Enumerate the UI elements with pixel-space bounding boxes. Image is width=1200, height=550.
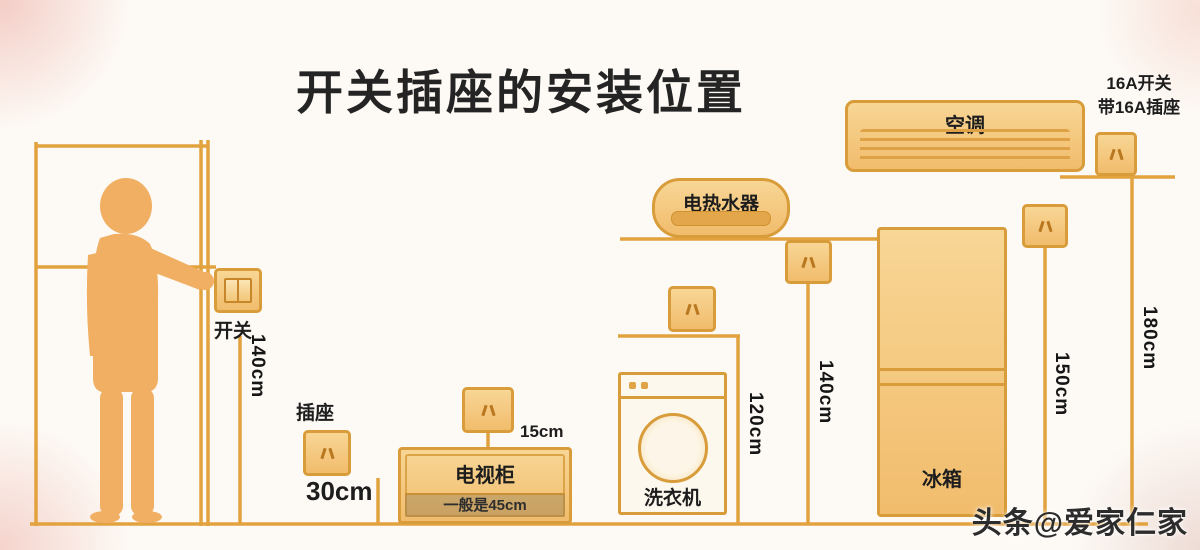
socket-pins-icon [671, 289, 713, 329]
diagram-title: 开关插座的安装位置 [296, 66, 746, 119]
tv-cabinet-note: 一般是45cm [405, 493, 565, 517]
person-hand [196, 272, 214, 290]
water-heater: 电热水器 [652, 178, 790, 238]
fridge-height-dim: 150cm [1051, 352, 1072, 417]
person-figure [86, 178, 214, 523]
low-socket-box [303, 430, 351, 476]
person-right-arm [142, 246, 204, 290]
socket-pins-icon [465, 390, 511, 430]
washing-machine: 洗衣机 [618, 372, 727, 515]
person-right-leg [131, 388, 154, 516]
socket-pins-icon [788, 243, 829, 281]
switch-height-dim: 140cm [247, 334, 268, 399]
washer-height-dim: 120cm [745, 392, 766, 457]
person-left-leg [100, 388, 123, 516]
tv-cabinet: 电视柜 一般是45cm [398, 447, 572, 524]
fridge: 冰箱 [877, 227, 1007, 517]
water-heater-tank-icon [671, 211, 771, 226]
washer-button-icon [641, 382, 648, 389]
tv-cabinet-label: 电视柜 [455, 465, 515, 487]
washer-label: 洗衣机 [643, 488, 701, 509]
ac-spec-note: 16A开关 带16A插座 [1082, 72, 1196, 120]
socket-pins-icon [1025, 207, 1065, 245]
air-conditioner: 空调 [845, 100, 1085, 172]
socket-pins-icon [306, 433, 348, 473]
washer-control-panel [621, 375, 724, 399]
socket-pins-icon [1098, 135, 1134, 173]
watermark: 头条@爱家仁家 [971, 507, 1188, 540]
switch-label: 开关 [214, 321, 253, 342]
person-torso [92, 233, 159, 392]
tv-cabinet-panel [405, 454, 565, 517]
washer-button-icon [629, 382, 636, 389]
fridge-label: 冰箱 [922, 469, 962, 491]
low-socket-label: 插座 [296, 403, 335, 424]
switch-box [214, 268, 262, 313]
fridge-divider-line [880, 368, 1004, 371]
low-socket-height-dim: 30cm [306, 476, 373, 506]
ac-spec-line2: 带16A插座 [1097, 97, 1181, 117]
person-left-arm [86, 252, 101, 356]
heater-socket-box [785, 240, 832, 284]
tv-socket-box [462, 387, 514, 433]
person-head [100, 178, 152, 234]
heater-height-dim: 140cm [815, 360, 836, 425]
fridge-divider-line [880, 383, 1004, 386]
person-right-foot [132, 511, 162, 523]
fridge-socket-box [1022, 204, 1068, 248]
ac-spec-line1: 16A开关 [1106, 74, 1172, 93]
water-heater-label: 电热水器 [682, 194, 759, 215]
ac-height-dim: 180cm [1139, 306, 1160, 371]
washer-socket-box [668, 286, 716, 332]
ac-socket-box [1095, 132, 1137, 176]
switch-rocker-icon [224, 278, 252, 303]
washer-door [637, 413, 708, 483]
person-left-foot [90, 511, 120, 523]
ac-vents-icon [860, 129, 1070, 162]
tv-socket-gap-dim: 15cm [520, 422, 564, 441]
